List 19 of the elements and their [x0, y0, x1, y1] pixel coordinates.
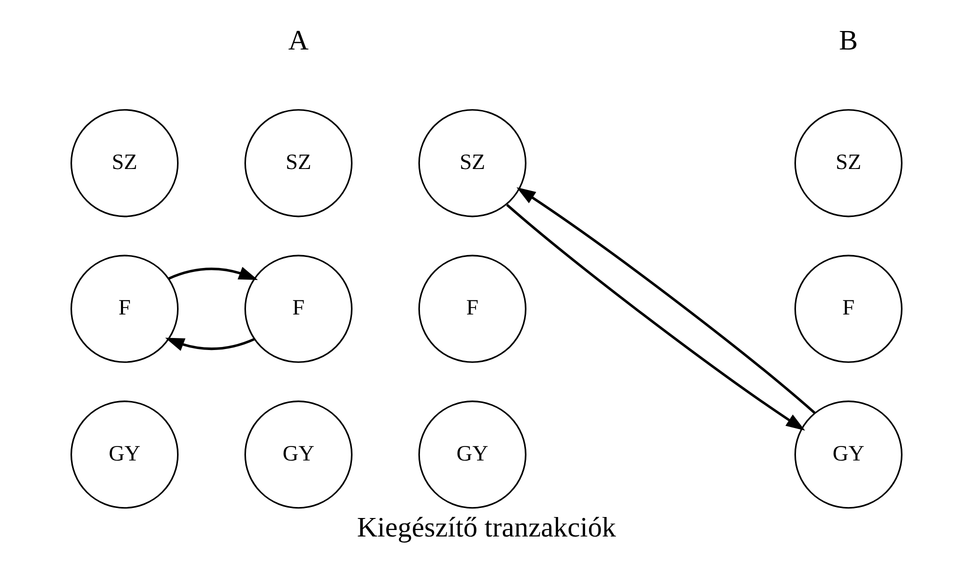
arrow	[168, 266, 258, 280]
node-circle: GY	[244, 400, 352, 509]
node-circle: F	[418, 254, 526, 363]
arrow	[506, 204, 805, 431]
arrow	[164, 338, 254, 351]
caption: Kiegészítő tranzakciók	[356, 512, 616, 544]
node-circle: F	[794, 254, 902, 363]
node-circle: SZ	[70, 109, 178, 218]
node-circle: GY	[70, 400, 178, 509]
node-circle: GY	[794, 400, 902, 509]
label: B	[838, 25, 858, 56]
node-circle: SZ	[244, 109, 352, 218]
label: A	[288, 25, 308, 56]
node-circle: F	[244, 254, 352, 363]
arrow	[516, 187, 816, 414]
node-circle: F	[70, 254, 178, 363]
node-circle: SZ	[794, 109, 902, 218]
node-circle: SZ	[418, 109, 526, 218]
node-circle: GY	[418, 400, 526, 509]
